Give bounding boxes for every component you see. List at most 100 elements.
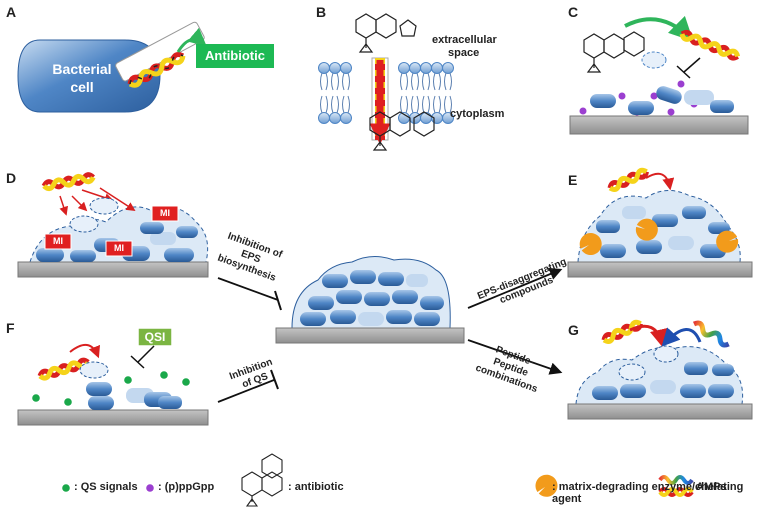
lipid-tail [433, 72, 441, 91]
amp-helix-g-red [601, 319, 643, 344]
lipid-tail [342, 95, 350, 114]
lipid-head [420, 62, 432, 74]
cytoplasm-label: cytoplasm [450, 108, 505, 120]
mi-box-1 [44, 233, 72, 250]
mi-label-1: MI [53, 236, 63, 246]
lipid-tail [331, 72, 339, 91]
curved-arrow-e [645, 172, 675, 191]
amp-helix-e [607, 167, 649, 192]
lipid-head [420, 112, 432, 124]
curved-arrow-g-blue [661, 327, 702, 347]
surface-d [17, 261, 209, 278]
surface-center [275, 327, 465, 344]
qsi-label: QSI [144, 330, 166, 344]
legend-qs-text: : QS signals [74, 481, 138, 493]
panel-label-c: C [568, 4, 579, 20]
lipid-head [340, 112, 352, 124]
panel-g [567, 319, 753, 420]
membrane-bilayer [318, 62, 454, 124]
lipid-tail [320, 72, 328, 91]
panel-f [17, 327, 209, 426]
panel-b [318, 13, 454, 151]
mi-box-3 [151, 205, 179, 222]
lipid-tail [411, 72, 419, 91]
surface-f [17, 409, 209, 426]
panel-label-f: F [6, 320, 15, 336]
mi-label-2: MI [114, 243, 124, 253]
panel-d [17, 172, 209, 278]
surface-g [567, 403, 753, 420]
panel-label-a: A [6, 4, 17, 20]
target-cell-c [641, 51, 667, 69]
lipid-tail [433, 95, 441, 114]
qs-signal-dot [124, 376, 132, 384]
panel-label-g: G [568, 322, 579, 338]
curved-arrow-f [69, 344, 100, 359]
lipid-tail [342, 72, 350, 91]
inhibit-line-c [683, 57, 701, 73]
antibiotic-molecule-c [583, 31, 645, 73]
enzyme-pacman-2 [635, 218, 658, 241]
legend-amps-text: AMPs [696, 481, 727, 493]
surface-e [567, 261, 753, 278]
bacterial-cell-label: Bacterial cell [52, 60, 112, 96]
amp-helix-d [41, 172, 96, 192]
extracellular-line1: extracellular [432, 34, 497, 46]
ppgpp-dot [677, 80, 685, 88]
legend-qs-dot [62, 484, 70, 492]
lipid-head [329, 112, 341, 124]
antibiotic-box [196, 44, 274, 68]
eps-inhibit-line [217, 277, 279, 301]
lipid-tail [411, 95, 419, 114]
legend-amps [658, 475, 694, 497]
panel-c [569, 15, 749, 135]
enzyme-pacman-3 [716, 230, 739, 253]
curved-arrow-g-red [629, 324, 668, 348]
amp-helix-c [679, 29, 741, 61]
qs-inhibit-line [217, 379, 275, 403]
legend-ppgpp-text: : (p)ppGpp [158, 481, 215, 493]
legend-ppgpp-dot [146, 484, 154, 492]
panel-label-b: B [316, 4, 327, 20]
lipid-head [431, 62, 443, 74]
legend-pacman [535, 474, 558, 497]
lipid-tail [400, 72, 408, 91]
lipid-tail [320, 95, 328, 114]
lipid-head [398, 62, 410, 74]
amp-helix [127, 52, 186, 88]
panel-e [567, 167, 753, 278]
cell-label-line1: Bacterial [52, 61, 112, 77]
amp-helix-g-rainbow [692, 320, 730, 348]
antibiotic-molecule-bottom [369, 111, 435, 151]
antibiotic-label: Antibiotic [205, 48, 265, 63]
peptide-arrow [467, 339, 563, 375]
legend [62, 453, 694, 507]
extracellular-line2: space [448, 47, 480, 59]
mi-label-3: MI [160, 208, 170, 218]
lipid-tail [331, 95, 339, 114]
cell-label-line2: cell [70, 79, 94, 95]
lipid-tail [400, 95, 408, 114]
qsi-box [137, 327, 173, 347]
lipid-head [340, 62, 352, 74]
mi-box-2 [105, 240, 133, 257]
lipid-tail [422, 72, 430, 91]
panel-label-d: D [6, 170, 17, 186]
lipid-tail [422, 95, 430, 114]
antibiotic-molecule-top [355, 13, 417, 53]
lipid-tail [444, 95, 452, 114]
eps-disagg-arrow [467, 268, 563, 309]
lipid-head [442, 62, 454, 74]
lipid-head [329, 62, 341, 74]
connector-arrows [217, 268, 563, 403]
panel-label-e: E [568, 172, 578, 188]
lipid-head [318, 112, 330, 124]
lipid-head [318, 62, 330, 74]
amp-helix-f [37, 357, 91, 381]
lipid-head [409, 62, 421, 74]
extracellular-label: extracellular space [432, 34, 497, 60]
curved-arrow-a [176, 27, 207, 53]
enzyme-pacman-1 [579, 233, 602, 256]
lipid-tail [444, 72, 452, 91]
